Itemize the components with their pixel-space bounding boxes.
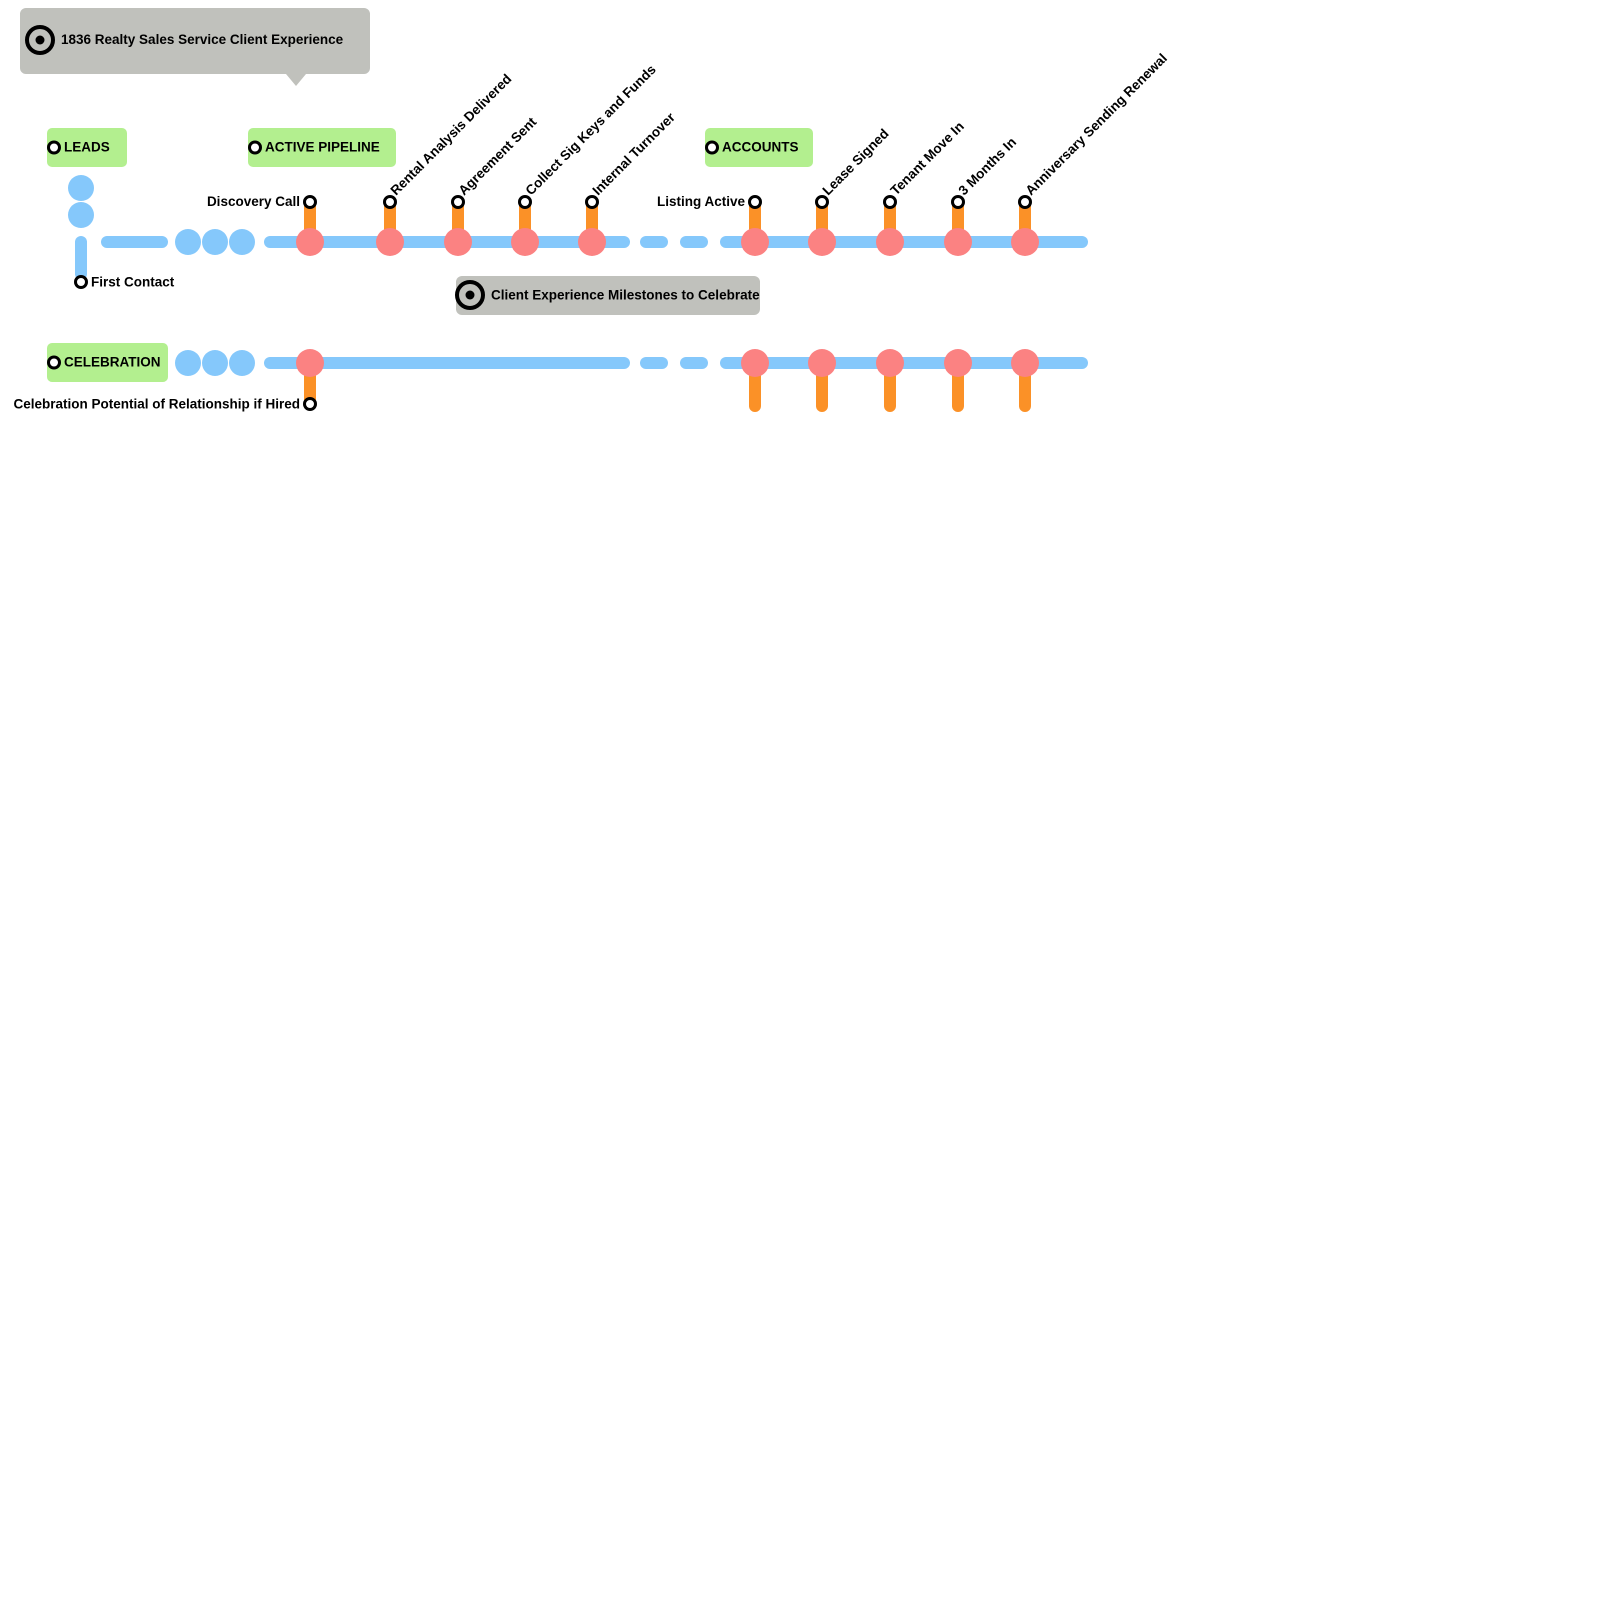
station-node (876, 228, 904, 256)
station-node (1011, 228, 1039, 256)
track-node (68, 175, 94, 201)
station-marker-icon (585, 195, 599, 209)
station-node (808, 349, 836, 377)
subtitle-callout: Client Experience Milestones to Celebrat… (455, 276, 760, 315)
celebration-first-label: Celebration Potential of Relationship if… (13, 397, 300, 412)
section-box (47, 343, 168, 382)
celebration-station[interactable] (876, 349, 904, 412)
station-node (808, 228, 836, 256)
station-marker-icon (1018, 195, 1032, 209)
track-node (202, 350, 228, 376)
station-marker-icon (451, 195, 465, 209)
station-node (1011, 349, 1039, 377)
station-label: Discovery Call (207, 194, 300, 209)
station-node (578, 228, 606, 256)
target-icon (25, 25, 55, 55)
station-marker-icon (47, 140, 61, 155)
target-icon (455, 280, 485, 310)
section-celebration[interactable]: CELEBRATION (47, 343, 168, 382)
subtitle-text: Client Experience Milestones to Celebrat… (491, 288, 760, 303)
first-contact-label: First Contact (91, 275, 175, 290)
subtitle-box (456, 276, 760, 315)
track-node (68, 202, 94, 228)
station-label: Rental Analysis Delivered (388, 71, 515, 198)
station-node (296, 228, 324, 256)
station-marker-icon (883, 195, 897, 209)
pipeline-station[interactable]: Listing Active (657, 194, 769, 256)
station-marker-icon (748, 195, 762, 209)
station-marker-icon (383, 195, 397, 209)
station-node (444, 228, 472, 256)
title-box (20, 8, 370, 86)
station-node (376, 228, 404, 256)
station-node (296, 349, 324, 377)
station-label: Anniversary Sending Renewal (1023, 51, 1170, 198)
station-node (741, 228, 769, 256)
section-box (47, 128, 127, 167)
station-node (876, 349, 904, 377)
station-marker-icon[interactable] (74, 275, 88, 289)
station-label: Listing Active (657, 194, 746, 209)
station-node (944, 349, 972, 377)
station-label: 3 Months In (956, 134, 1020, 198)
section-box (248, 128, 396, 167)
leads-track: First Contact (68, 175, 255, 290)
station-node (944, 228, 972, 256)
track-node (202, 229, 228, 255)
section-label: CELEBRATION (64, 355, 161, 370)
celebration-station[interactable] (944, 349, 972, 412)
celebration-station[interactable] (1011, 349, 1039, 412)
map-title: 1836 Realty Sales Service Client Experie… (61, 32, 344, 47)
section-active-pipeline[interactable]: ACTIVE PIPELINE (248, 128, 396, 167)
pipeline-station[interactable]: Discovery Call (207, 194, 324, 256)
station-marker-icon (248, 140, 262, 155)
pipeline-station[interactable]: Anniversary Sending Renewal (1011, 51, 1170, 256)
section-label: ACTIVE PIPELINE (265, 140, 380, 155)
station-label: Lease Signed (820, 126, 892, 198)
track-node (229, 350, 255, 376)
station-node (511, 228, 539, 256)
station-marker-icon (47, 355, 61, 370)
celebration-station[interactable]: Celebration Potential of Relationship if… (13, 349, 324, 412)
station-label: Collect Sig Keys and Funds (523, 62, 659, 198)
celebration-station[interactable] (741, 349, 769, 412)
section-box (705, 128, 813, 167)
section-label: ACCOUNTS (722, 140, 799, 155)
section-label: LEADS (64, 140, 110, 155)
title-callout: 1836 Realty Sales Service Client Experie… (20, 8, 370, 86)
track-node (175, 229, 201, 255)
station-label: Tenant Move In (888, 119, 967, 198)
track-node (229, 229, 255, 255)
celebration-track-start (175, 350, 255, 376)
station-marker-icon (951, 195, 965, 209)
section-accounts[interactable]: ACCOUNTS (705, 128, 813, 167)
station-marker-icon (815, 195, 829, 209)
station-marker-icon (705, 140, 719, 155)
station-node (741, 349, 769, 377)
section-leads[interactable]: LEADS (47, 128, 127, 167)
station-marker-icon (303, 195, 317, 209)
track-node (175, 350, 201, 376)
station-marker-icon (303, 397, 317, 411)
station-marker-icon (518, 195, 532, 209)
celebration-station[interactable] (808, 349, 836, 412)
